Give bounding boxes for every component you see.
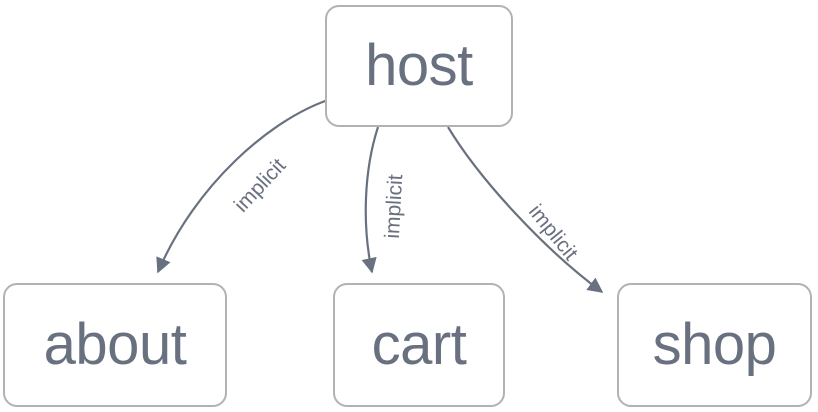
node-host[interactable]: host [325,5,513,127]
edge-host-shop [447,126,604,293]
edge-host-cart [361,126,380,274]
node-shop-label: shop [652,312,777,377]
node-cart-label: cart [371,312,467,377]
node-about-label: about [43,312,187,377]
node-host-label: host [365,33,473,98]
node-shop[interactable]: shop [617,283,812,407]
edge-label-host-cart: implicit [380,173,408,240]
edge-host-about [156,98,329,274]
node-about[interactable]: about [3,283,227,407]
node-cart[interactable]: cart [333,283,505,407]
